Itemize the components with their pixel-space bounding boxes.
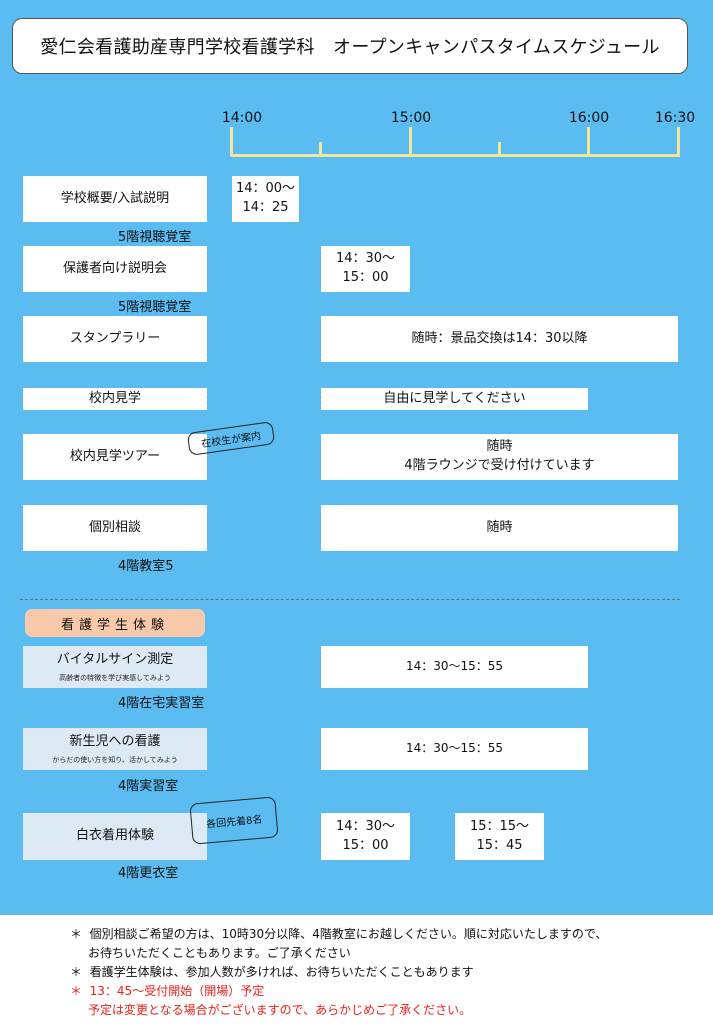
callout-first-come: 各回先着8名 [189,796,279,845]
experience-header: 看護学生体験 [25,609,205,637]
event-time-consultation: 随時 [321,505,678,551]
note-text: 予定は変更となる場合がございますので、あらかじめご了承ください。 [88,1003,472,1017]
experience-time-white-coat-2: 15：15～ 15：45 [455,813,544,860]
note-marker: ＊ [70,927,83,941]
timeline-tick [319,142,322,156]
timeline-label-1630: 16:30 [654,110,696,126]
timeline-label-1400: 14:00 [221,110,263,126]
note-text: お待ちいただくこともあります。ご了承ください [88,946,351,960]
note-line: ＊ 13：45～受付開始（開場）予定 [70,982,607,1001]
note-line: ＊ 個別相談ご希望の方は、10時30分以降、4階教室にお越しください。順に対応い… [70,925,607,944]
note-marker: ＊ [70,965,83,979]
timeline-axis [231,154,680,157]
note-line: お待ちいただくこともあります。ご了承ください [70,944,607,963]
experience-subtitle: 高齢者の特徴を学び実感してみよう [59,674,171,683]
experience-subtitle: からだの使い方を知り、活かしてみよう [52,756,178,765]
timeline-tick [230,127,233,156]
event-consultation: 個別相談 [23,505,207,551]
event-room: 5階視聴覚室 [118,230,192,245]
event-room: 5階視聴覚室 [118,300,192,315]
note-line: 予定は変更となる場合がございますので、あらかじめご了承ください。 [70,1001,607,1020]
timeline-label-1600: 16:00 [568,110,610,126]
event-campus-tour-free: 校内見学 [23,388,207,410]
notes: ＊ 個別相談ご希望の方は、10時30分以降、4階教室にお越しください。順に対応い… [70,925,607,1020]
schedule-panel: 愛仁会看護助産専門学校看護学科 オープンキャンパスタイムスケジュール 14:00… [0,0,713,915]
event-room: 4階教室5 [118,559,174,574]
timeline-tick [409,127,412,156]
timeline-tick [677,127,680,156]
experience-room: 4階更衣室 [118,866,179,881]
page-title: 愛仁会看護助産専門学校看護学科 オープンキャンパスタイムスケジュール [12,18,688,74]
experience-newborn-care: 新生児への看護 からだの使い方を知り、活かしてみよう [23,728,207,770]
experience-time-white-coat-1: 14：30～ 15：00 [321,813,410,860]
timeline-tick [587,127,590,156]
experience-room: 4階在宅実習室 [118,696,205,711]
note-line: ＊ 看護学生体験は、参加人数が多ければ、お待ちいただくこともあります [70,963,607,982]
event-guided-tour: 校内見学ツアー [23,434,207,480]
timeline-tick [498,142,501,156]
experience-title: バイタルサイン測定 [56,651,174,667]
event-school-overview: 学校概要/入試説明 [23,176,207,222]
timeline-label-1500: 15:00 [390,110,432,126]
section-divider [20,599,680,600]
experience-white-coat: 白衣着用体験 [23,813,207,860]
callout-student-guide: 在校生が案内 [186,421,276,456]
experience-title: 白衣着用体験 [75,828,154,844]
note-marker: ＊ [70,984,83,998]
event-time-guided-tour: 随時 4階ラウンジで受け付けています [321,434,678,480]
experience-time-vital-signs: 14：30～15：55 [321,646,588,688]
experience-room: 4階実習室 [118,779,179,794]
note-text: 看護学生体験は、参加人数が多ければ、お待ちいただくこともあります [89,965,474,979]
event-time-parents-briefing: 14：30～ 15：00 [321,246,410,292]
event-time-stamp-rally: 随時：景品交換は14：30以降 [321,316,678,362]
note-text: 13：45～受付開始（開場）予定 [89,984,265,998]
note-text: 個別相談ご希望の方は、10時30分以降、4階教室にお越しください。順に対応いたし… [89,927,608,941]
experience-time-newborn-care: 14：30～15：55 [321,728,588,770]
experience-vital-signs: バイタルサイン測定 高齢者の特徴を学び実感してみよう [23,646,207,688]
event-stamp-rally: スタンプラリー [23,316,207,362]
experience-title: 新生児への看護 [69,733,161,749]
event-time-school-overview: 14：00～ 14：25 [232,176,299,222]
event-parents-briefing: 保護者向け説明会 [23,246,207,292]
event-time-campus-tour-free: 自由に見学してください [321,388,588,410]
